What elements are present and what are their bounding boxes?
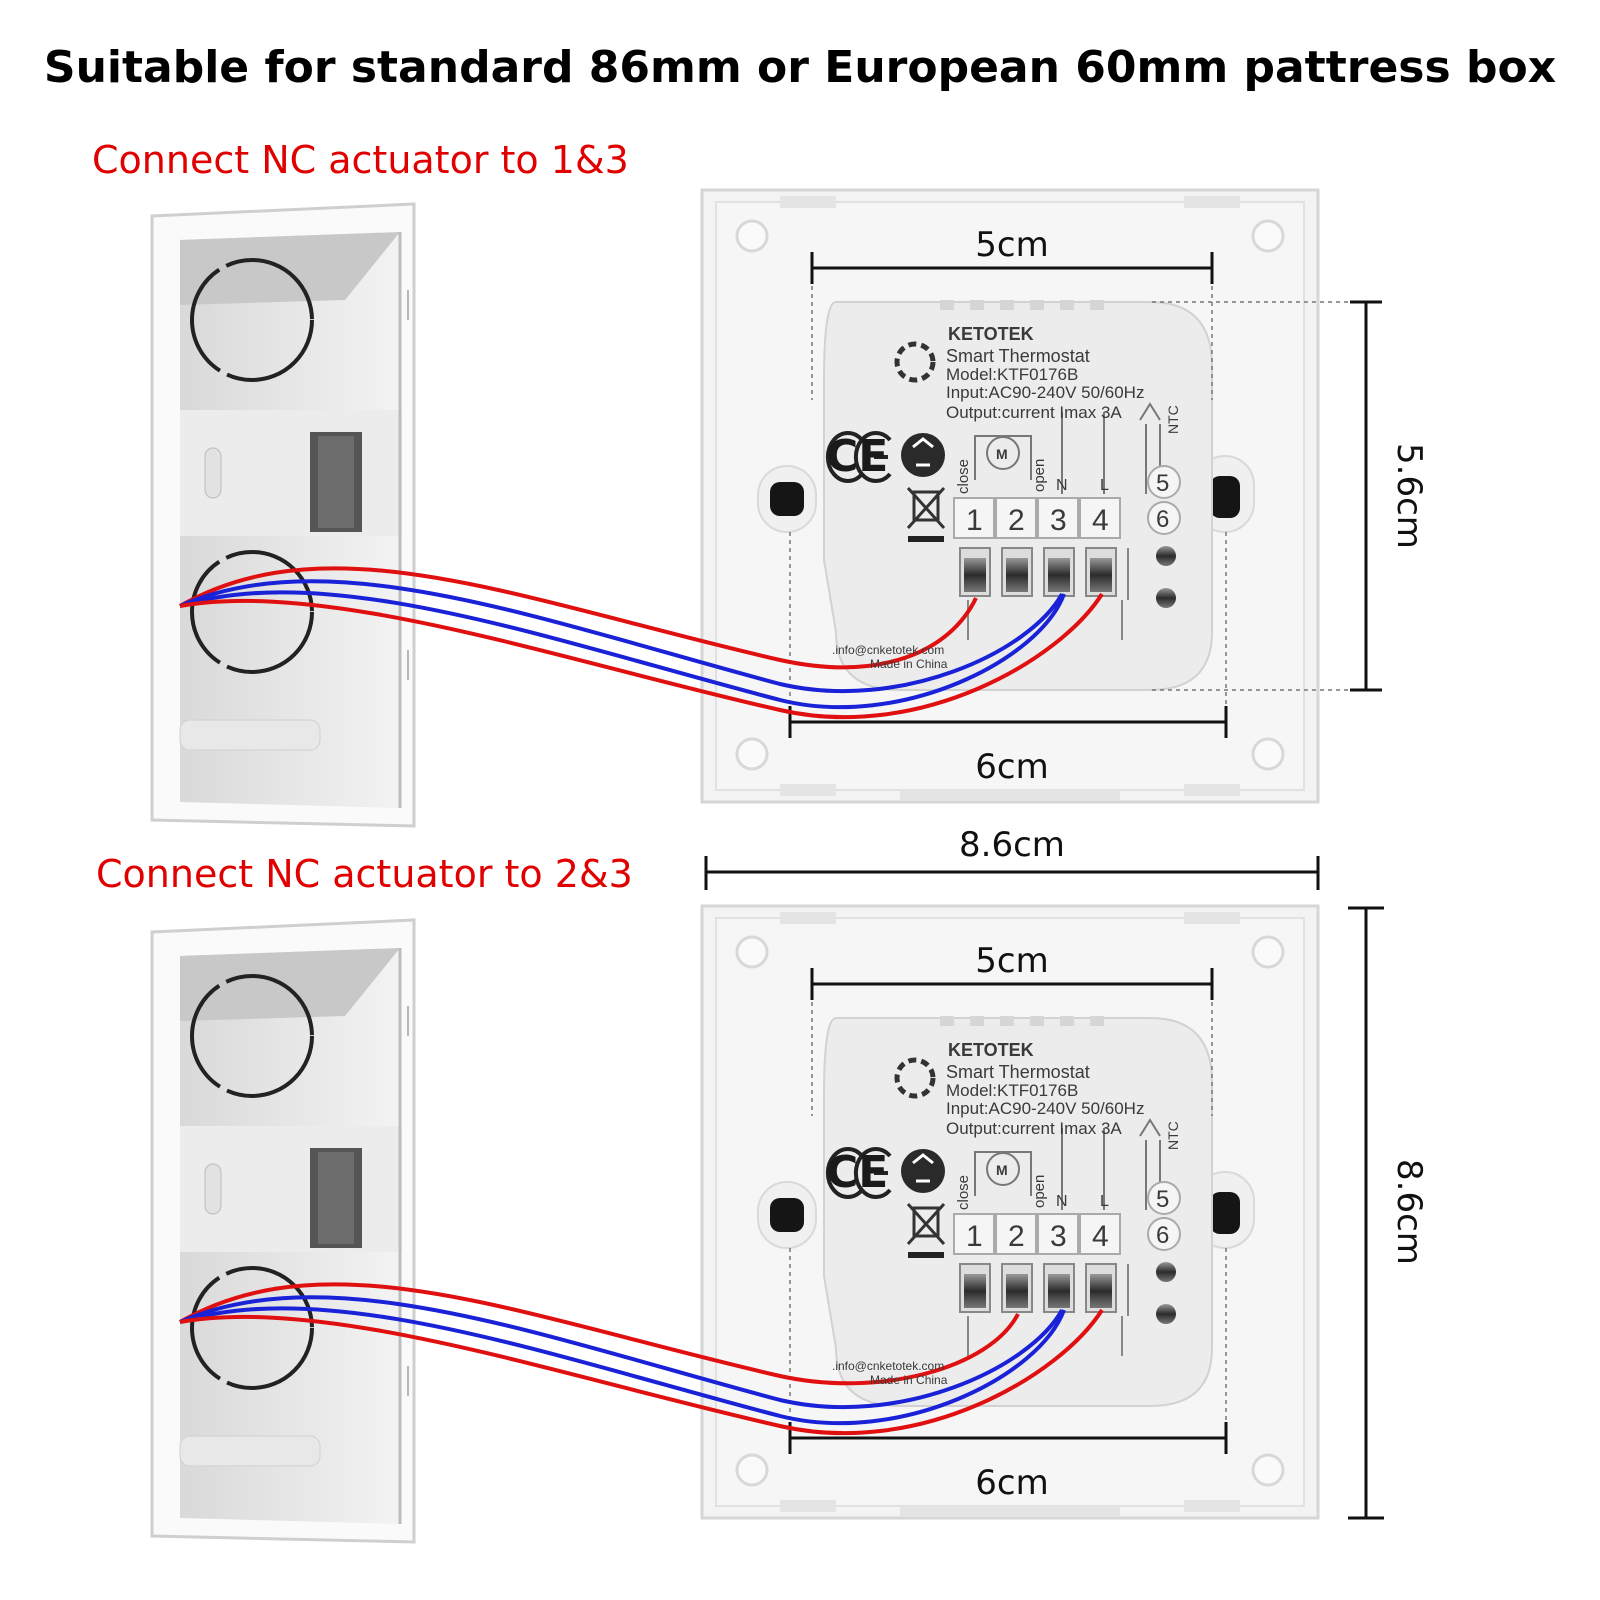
made-in-label: Made in China [870, 657, 948, 671]
page-title: Suitable for standard 86mm or European 6… [43, 42, 1557, 93]
input-spec-label: Input:AC90-240V 50/60Hz [946, 383, 1144, 402]
motor-symbol: M [996, 1162, 1008, 1178]
wires-lower [179, 1282, 1104, 1436]
output-spec-label: Output:current Imax 3A [946, 403, 1122, 422]
terminal-6: 6 [1156, 1222, 1169, 1249]
dimension-6cm-upper: 6cm [975, 747, 1048, 787]
motor-symbol: M [996, 446, 1008, 462]
device-label-lower: KETOTEK Smart Thermostat Model:KTF0176B … [832, 1040, 1181, 1387]
dimension-5-6cm-height: 5.6cm [1389, 443, 1429, 549]
email-label: .info@cnketotek.com [832, 643, 944, 657]
terminal-2: 2 [1008, 504, 1025, 537]
wires-upper [179, 566, 1104, 720]
terminal-4: 4 [1092, 1220, 1109, 1253]
dimension-8-6cm-width: 8.6cm [959, 825, 1065, 865]
terminal-label-close: close [955, 459, 972, 494]
plate-height-dimension [1348, 906, 1384, 1520]
brand-label: KETOTEK [948, 324, 1034, 344]
terminal-label-n: N [1056, 1193, 1068, 1210]
device-label-upper: KETOTEK Smart Thermostat Model:KTF0176B … [832, 324, 1181, 671]
email-label: .info@cnketotek.com [832, 1359, 944, 1373]
terminal-1: 1 [966, 504, 983, 537]
dimension-5cm-lower: 5cm [975, 941, 1048, 981]
terminal-3: 3 [1050, 504, 1067, 537]
terminal-label-ntc: NTC [1165, 1121, 1181, 1150]
terminal-5: 5 [1156, 1186, 1169, 1213]
model-label: Model:KTF0176B [946, 1081, 1078, 1100]
terminal-label-close: close [955, 1175, 972, 1210]
terminal-label-open: open [1031, 459, 1048, 492]
wiring-caption-1-3: Connect NC actuator to 1&3 [92, 138, 629, 182]
dimension-6cm-lower: 6cm [975, 1463, 1048, 1503]
terminal-3: 3 [1050, 1220, 1067, 1253]
brand-label: KETOTEK [948, 1040, 1034, 1060]
module-height-dimension [1350, 300, 1382, 692]
terminal-2: 2 [1008, 1220, 1025, 1253]
terminal-label-ntc: NTC [1165, 405, 1181, 434]
dimension-8-6cm-height: 8.6cm [1389, 1159, 1429, 1265]
product-name-label: Smart Thermostat [946, 1062, 1090, 1082]
made-in-label: Made in China [870, 1373, 948, 1387]
thermostat-back-plate-lower [702, 906, 1318, 1518]
model-label: Model:KTF0176B [946, 365, 1078, 384]
terminal-label-open: open [1031, 1175, 1048, 1208]
ce-mark-lower: CE [826, 1147, 888, 1198]
pattress-box-lower [150, 918, 416, 1544]
output-spec-label: Output:current Imax 3A [946, 1119, 1122, 1138]
terminal-label-n: N [1056, 477, 1068, 494]
dimension-5cm-upper: 5cm [975, 225, 1048, 265]
terminal-label-l: L [1100, 1193, 1109, 1210]
wiring-caption-2-3: Connect NC actuator to 2&3 [96, 852, 633, 896]
ce-mark-upper: CE [826, 431, 888, 482]
terminal-5: 5 [1156, 470, 1169, 497]
terminal-label-l: L [1100, 477, 1109, 494]
terminal-4: 4 [1092, 504, 1109, 537]
product-name-label: Smart Thermostat [946, 346, 1090, 366]
terminal-6: 6 [1156, 506, 1169, 533]
input-spec-label: Input:AC90-240V 50/60Hz [946, 1099, 1144, 1118]
plate-width-dimension [704, 856, 1320, 890]
terminal-1: 1 [966, 1220, 983, 1253]
